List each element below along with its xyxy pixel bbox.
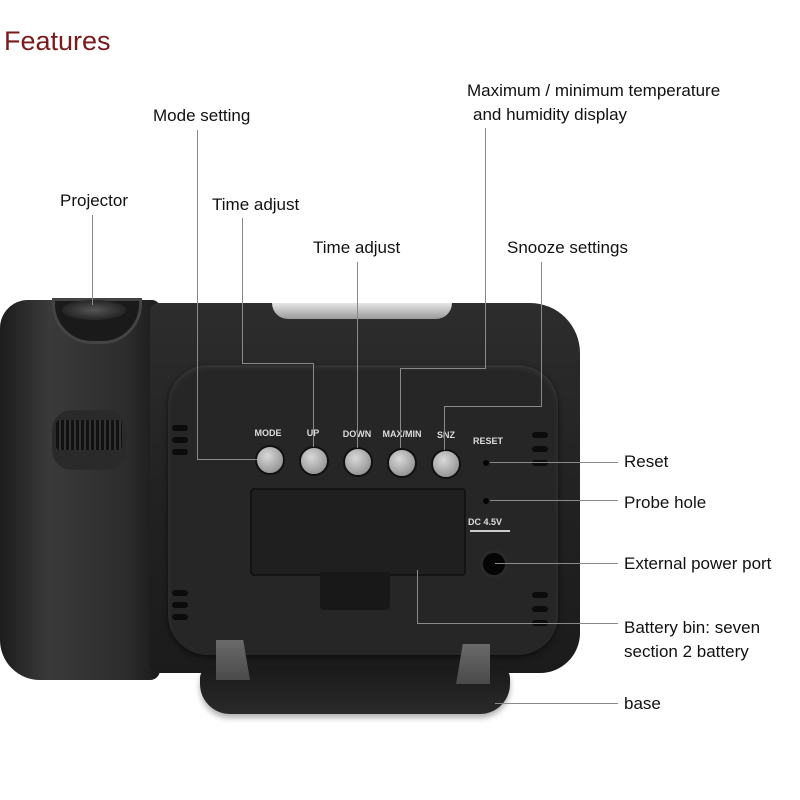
callout-line-battery: [417, 570, 418, 624]
power-port[interactable]: [480, 550, 508, 578]
dc-polarity-icon: [470, 530, 510, 532]
callout-line-up: [313, 363, 314, 447]
callout-line-base: [495, 703, 618, 704]
callout-power-port: External power port: [624, 554, 772, 573]
callout-max-min-line2: and humidity display: [473, 105, 628, 124]
callout-line-down: [357, 262, 358, 448]
vent-slot: [532, 432, 548, 438]
vent-slot: [532, 446, 548, 452]
callout-line-battery: [417, 623, 618, 624]
projector-arm: [0, 300, 160, 680]
callout-projector: Projector: [60, 191, 129, 210]
callout-mode-setting: Mode setting: [153, 106, 251, 125]
vent-slot: [532, 460, 548, 466]
callout-probe-hole: Probe hole: [624, 493, 707, 512]
callout-line-mode: [197, 459, 257, 460]
top-snooze-bar: [272, 303, 452, 319]
up-button[interactable]: [299, 446, 329, 476]
mode-button-label: MODE: [254, 428, 282, 438]
callout-line-maxmin: [400, 368, 486, 369]
reset-label: RESET: [472, 436, 503, 446]
vent-slot: [172, 590, 188, 596]
callout-line-up: [242, 218, 243, 364]
page-title: Features: [4, 26, 111, 56]
callout-base: base: [624, 694, 661, 713]
callout-battery-bin-line2: section 2 battery: [624, 642, 749, 661]
mode-button[interactable]: [255, 445, 285, 475]
vent-slot: [172, 602, 188, 608]
vent-slot: [532, 592, 548, 598]
callout-time-adjust-up: Time adjust: [212, 195, 300, 214]
snz-button[interactable]: [431, 449, 461, 479]
maxmin-button-label: MAX/MIN: [382, 429, 422, 439]
callout-reset: Reset: [624, 452, 669, 471]
vent-slot: [172, 449, 188, 455]
snz-button-label: SNZ: [437, 430, 455, 440]
vent-slot: [172, 437, 188, 443]
callout-line-projector: [92, 215, 93, 305]
callout-line-mode: [197, 130, 198, 460]
probe-hole[interactable]: [483, 498, 489, 504]
vent-slot: [532, 606, 548, 612]
callout-battery-bin: Battery bin: seven: [624, 618, 761, 637]
vent-slot: [172, 425, 188, 431]
focus-dial[interactable]: [56, 420, 122, 450]
battery-latch[interactable]: [320, 572, 390, 610]
projector-lens-glass: [62, 300, 126, 320]
callout-time-adjust-down: Time adjust: [313, 238, 401, 257]
callout-snooze: Snooze settings: [507, 238, 628, 257]
callout-line-up: [242, 363, 314, 364]
callout-line-snooze: [541, 262, 542, 407]
callout-line-maxmin: [485, 128, 486, 368]
maxmin-button[interactable]: [387, 448, 417, 478]
reset-hole[interactable]: [483, 460, 489, 466]
base-tab-left: [216, 640, 250, 680]
callout-line-snooze: [444, 406, 445, 450]
dc-voltage-label: DC 4.5V: [468, 517, 503, 527]
battery-cover[interactable]: [250, 488, 466, 576]
callout-line-snooze: [444, 406, 542, 407]
up-button-label: UP: [283, 428, 343, 438]
callout-line-probe: [490, 500, 618, 501]
callout-line-maxmin: [400, 368, 401, 448]
callout-line-power: [495, 563, 618, 564]
vent-slot: [172, 614, 188, 620]
callout-line-reset: [490, 462, 618, 463]
callout-max-min: Maximum / minimum temperature: [467, 81, 721, 100]
down-button[interactable]: [343, 447, 373, 477]
